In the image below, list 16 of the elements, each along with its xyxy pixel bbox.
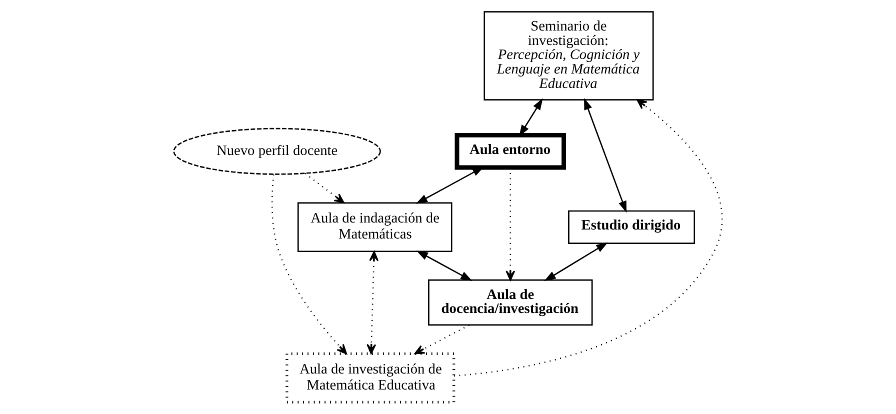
- node-box: Aula entorno: [454, 132, 566, 170]
- node-box: Aula de indagación de Matemáticas: [297, 202, 452, 252]
- arrow: [366, 250, 379, 354]
- node-box: Seminario de investigación: Percepción, Cognición y Lenguaje en Matemática Educativa: [484, 11, 654, 100]
- node-box: Aula de docencia/investigación: [428, 279, 593, 326]
- arrow: [584, 98, 627, 213]
- arrow: [416, 166, 484, 204]
- node-box: Aula de investigación de Matemática Educativa: [286, 352, 456, 404]
- arrow: [304, 172, 344, 204]
- arrow: [416, 250, 472, 281]
- node-box: Estudio dirigido: [568, 210, 696, 244]
- arrow: [414, 324, 470, 354]
- arrow: [271, 174, 348, 354]
- node-ellipse: Nuevo perfil docente: [173, 128, 381, 175]
- arrow: [454, 99, 723, 377]
- arrow: [544, 242, 608, 282]
